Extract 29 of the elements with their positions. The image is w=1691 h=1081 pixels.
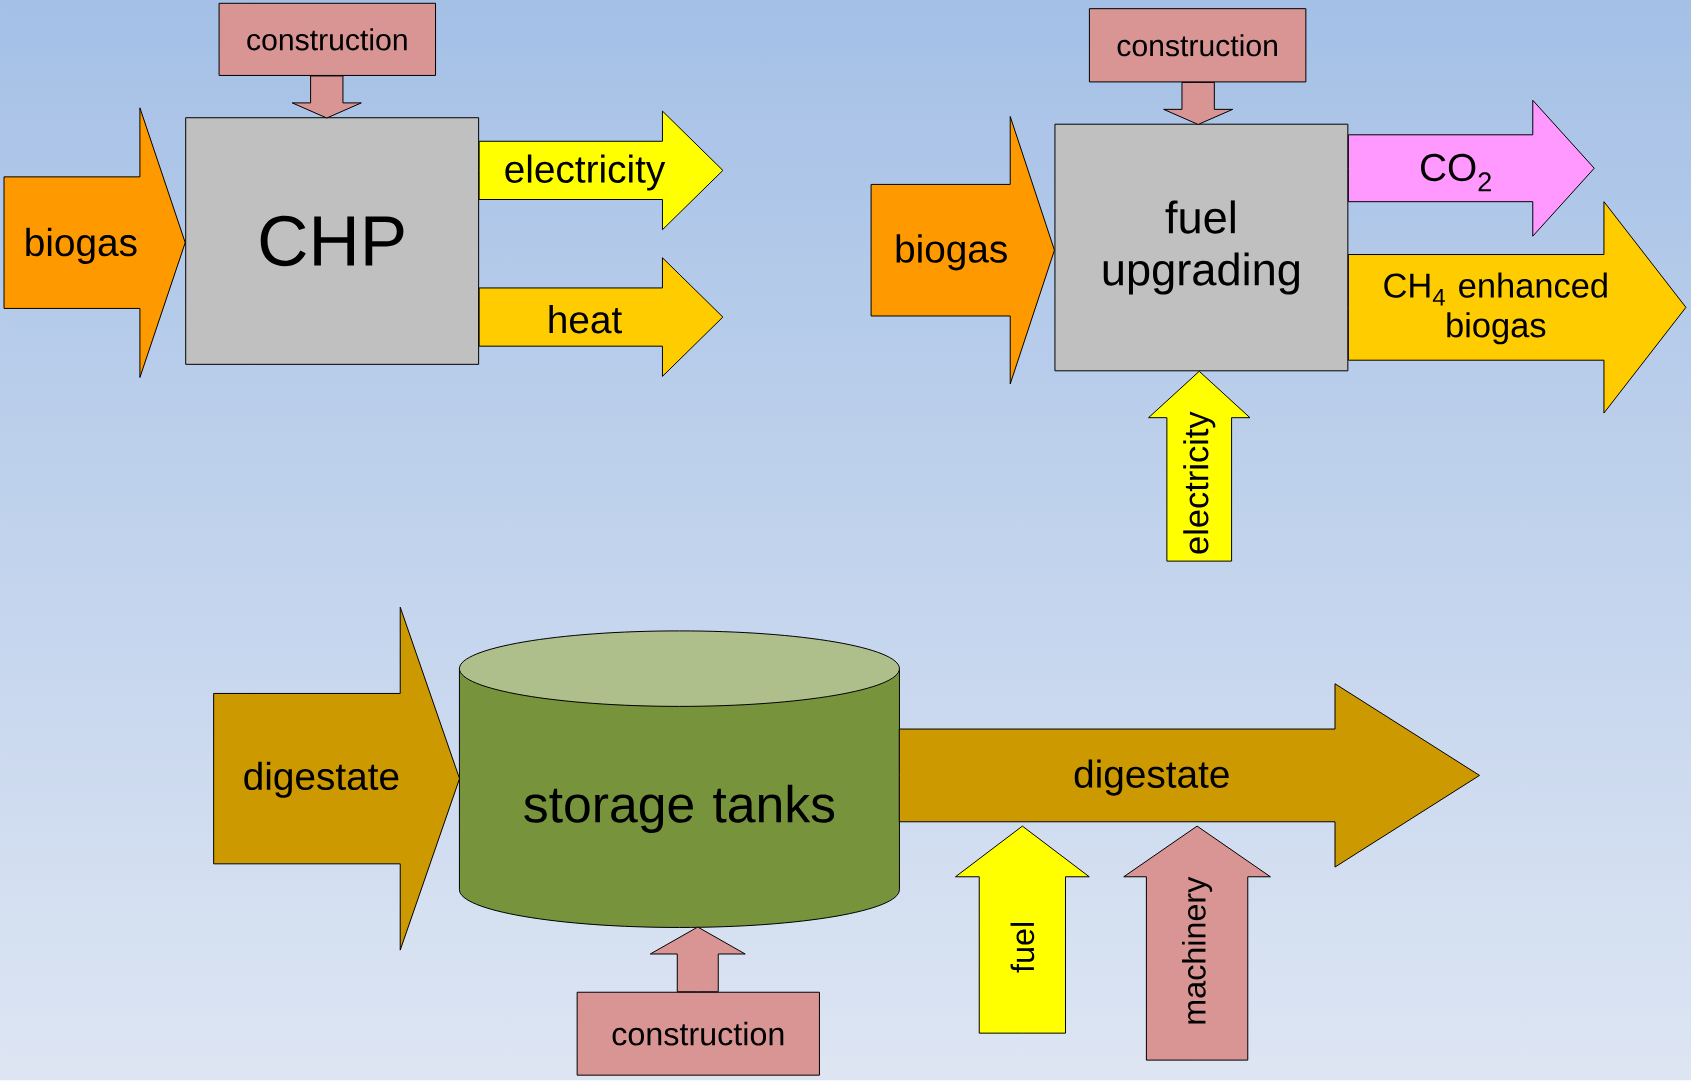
- block-arrow: [898, 683, 1480, 868]
- edge-label: biogas: [896, 234, 1007, 271]
- block-arrow: [478, 257, 724, 378]
- construction-box: construction: [1088, 8, 1307, 83]
- edge-label: digestate: [1074, 759, 1229, 796]
- process-box: CHP: [185, 117, 480, 366]
- block-arrow: [1347, 100, 1595, 237]
- storage-tank-cylinder: storage tanks: [458, 630, 900, 929]
- process-box: fuel upgrading: [1054, 123, 1349, 372]
- block-arrow: [213, 606, 461, 951]
- edge-label: digestate: [244, 761, 399, 798]
- block-arrow: [649, 926, 746, 993]
- construction-box: construction: [576, 991, 820, 1076]
- edge-label: heat: [549, 305, 622, 334]
- edge-label: electricity: [1183, 411, 1216, 554]
- block-arrow: [1148, 371, 1251, 562]
- input-block: machinery: [1123, 825, 1271, 1061]
- block-arrow: [870, 116, 1055, 385]
- block-arrow: [1347, 201, 1687, 414]
- block-arrow: [1163, 82, 1234, 126]
- edge-label: CO$_{2}$: [1421, 154, 1491, 192]
- edge-label: CH$_{4}$ enhanced biogas: [1384, 272, 1607, 345]
- block-arrow: [478, 110, 724, 231]
- construction-box: construction: [218, 3, 437, 77]
- edge-label: electricity: [505, 154, 666, 191]
- block-arrow: [291, 75, 362, 119]
- input-block: fuel: [955, 825, 1090, 1034]
- block-arrow: [3, 107, 186, 379]
- edge-label: biogas: [26, 228, 137, 265]
